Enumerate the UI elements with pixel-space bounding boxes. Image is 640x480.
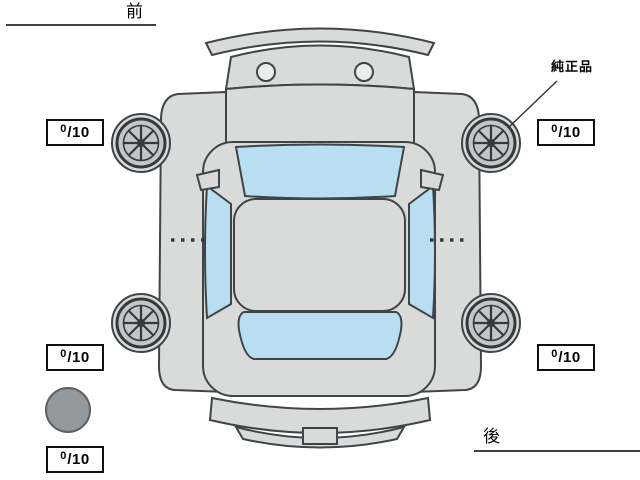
mirror-right	[420, 168, 445, 192]
rear-label: 後	[483, 427, 500, 446]
wheel-front-right	[465, 117, 517, 169]
tread-score-front-left: 0/10	[46, 119, 104, 146]
mirror-left	[195, 168, 220, 192]
rear-bumper-lower-strip	[233, 425, 407, 449]
genuine-parts-label: 純正品	[551, 59, 594, 74]
car-top-view	[111, 27, 521, 449]
tread-score-spare: 0/10	[46, 446, 104, 473]
front-bumper-top-strip	[204, 27, 436, 57]
genuine-parts-pointer-line	[508, 80, 558, 128]
tread-score-front-right: 0/10	[537, 119, 595, 146]
hood-detail-left	[256, 62, 276, 82]
tread-score-max: /10	[558, 349, 581, 366]
side-window-right	[408, 184, 436, 320]
wheel-rear-left	[115, 297, 167, 349]
tread-score-value: 0	[551, 347, 558, 360]
license-plate-area	[302, 427, 338, 445]
tread-score-value: 0	[60, 347, 67, 360]
wheel-front-left	[115, 117, 167, 169]
tread-score-rear-left: 0/10	[46, 344, 104, 371]
tread-score-value: 0	[60, 122, 67, 135]
front-bumper	[224, 44, 416, 91]
tread-score-max: /10	[67, 451, 90, 468]
tread-score-max: /10	[67, 349, 90, 366]
roof	[233, 198, 406, 312]
windshield	[234, 143, 406, 200]
tread-score-rear-right: 0/10	[537, 344, 595, 371]
rear-window	[237, 311, 403, 360]
tread-score-value: 0	[551, 122, 558, 135]
tread-score-max: /10	[558, 124, 581, 141]
rear-bumper	[208, 396, 432, 434]
hood	[223, 83, 417, 148]
side-window-left	[204, 184, 232, 320]
tread-score-max: /10	[67, 124, 90, 141]
wheel-rear-right	[465, 297, 517, 349]
front-label: 前	[126, 2, 143, 21]
hood-detail-right	[354, 62, 374, 82]
spare-tire	[45, 387, 91, 433]
tread-score-value: 0	[60, 449, 67, 462]
